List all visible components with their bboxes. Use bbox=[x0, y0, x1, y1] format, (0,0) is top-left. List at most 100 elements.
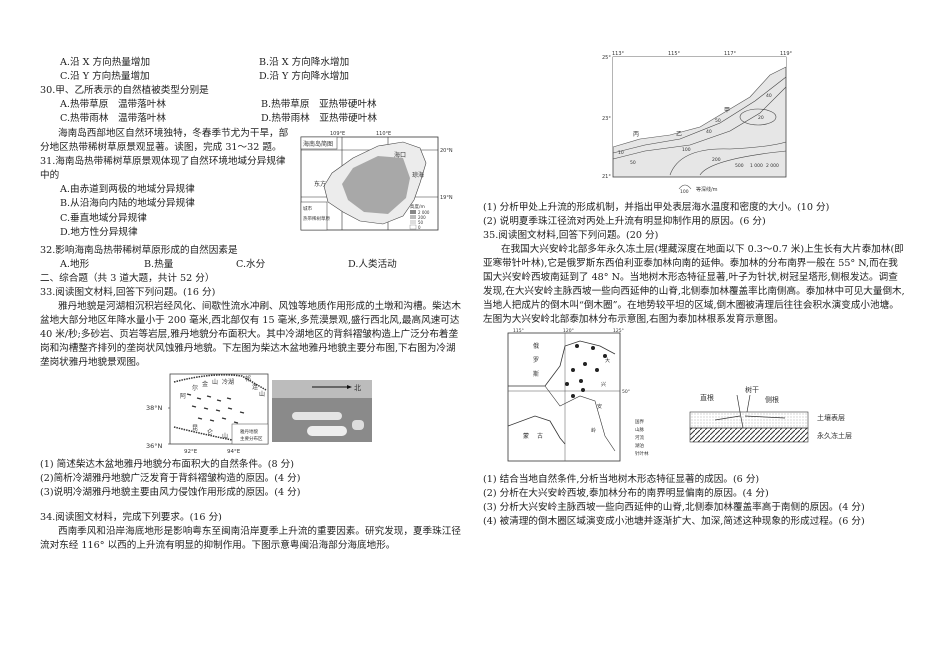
elev-label: 0 bbox=[418, 225, 421, 230]
map-label: 岭 bbox=[591, 427, 596, 434]
depth-label: 40 bbox=[766, 93, 772, 99]
q32-option-a: A.地形 bbox=[60, 259, 90, 270]
lon-label: 113° bbox=[612, 51, 625, 57]
lon-label: 120° bbox=[563, 328, 574, 334]
elev-label: 200 bbox=[418, 215, 426, 220]
map-label: 金 bbox=[202, 380, 208, 388]
legend-city: 城市 bbox=[303, 205, 312, 212]
depth-label: 10 bbox=[618, 150, 624, 156]
lat-label: 19°N bbox=[440, 195, 453, 201]
lon-label: 125° bbox=[613, 328, 624, 334]
map-label: 山 bbox=[212, 378, 218, 386]
q34-paragraph-line: 西南季风和沿岸海底地形是影响粤东至闽南沿岸夏季上升流的重要因素。研究发现，夏季珠… bbox=[58, 526, 461, 537]
q33-paragraph-line: 40 米/秒;多砂岩、页岩等岩层,雅丹地貌分布面积大。其中冷湖地区的背斜褶皱构造… bbox=[40, 329, 459, 340]
map-label: 阿 bbox=[180, 392, 186, 400]
lon-label: 115° bbox=[668, 51, 681, 57]
map-label: 祁 bbox=[245, 375, 251, 383]
depth-label: 40 bbox=[706, 129, 712, 135]
legend-savanna: 热带稀树草原 bbox=[303, 215, 330, 222]
root-label: 土壤表层 bbox=[817, 413, 845, 422]
taiga-distribution-map: 115° 120° 125° 50° 俄 罗 斯 蒙 古 大 兴 安 岭 国界 … bbox=[507, 328, 649, 462]
depth-label: 200 bbox=[712, 157, 721, 163]
q32-option-b: B.热量 bbox=[144, 259, 174, 270]
legend-label: 河流 bbox=[635, 434, 644, 441]
legend-value: 100 bbox=[680, 189, 689, 195]
map-label: 罗 bbox=[533, 357, 539, 364]
lat-label: 25° bbox=[602, 55, 611, 61]
legend-label: 国界 bbox=[635, 419, 644, 425]
map-label: 安 bbox=[597, 403, 602, 410]
depth-label: 100 bbox=[682, 147, 691, 153]
q30-stem: 30.甲、乙所表示的自然植被类型分别是 bbox=[40, 85, 209, 96]
q34-question: (2) 说明夏季珠江径流对丙处上升流有明显抑制作用的原因。(6 分) bbox=[483, 216, 766, 227]
q33-paragraph-line: 岗和沟槽整齐排列的垄岗状风蚀雅丹地貌。下左图为柴达木盆地雅丹地貌主要分布图,下右… bbox=[40, 343, 456, 354]
map-label: 斯 bbox=[533, 370, 539, 378]
legend-label: 山脉 bbox=[635, 426, 644, 433]
q29-option-b: B.沿 X 方向降水增加 bbox=[259, 57, 350, 68]
q31-stem: 31.海南岛热带稀树草原景观体现了自然环境地域分异规律 bbox=[40, 156, 286, 167]
root-label: 直根 bbox=[700, 393, 714, 402]
q30-option-d: D.热带雨林 亚热带硬叶林 bbox=[261, 113, 377, 124]
lat-label: 23° bbox=[602, 116, 611, 122]
q31-option-d: D.地方性分异规律 bbox=[60, 227, 138, 238]
q31-option-b: B.从沿海向内陆的地域分异规律 bbox=[60, 198, 195, 209]
city-label: 琼海 bbox=[412, 171, 424, 179]
depth-label: 50 bbox=[630, 160, 636, 166]
q35-question: (2) 分析在大兴安岭西坡,泰加林分布的南界明显偏南的原因。(4 分) bbox=[483, 488, 769, 499]
q35-paragraph-line: 左图为大兴安岭北部泰加林分布示意图,右图为泰加林根系发育示意图。 bbox=[483, 314, 784, 325]
q30-option-b: B.热带草原 亚热带硬叶林 bbox=[261, 99, 377, 110]
intro-line: 分地区热带稀树草原景观显著。读图，完成 31～32 题。 bbox=[40, 142, 282, 153]
lat-label: 21° bbox=[602, 174, 611, 180]
q35-paragraph-line: 当地人把成片的倒木叫“倒木圈”。在地势较平坦的区域,倒木圈被清理后往往会积水演变… bbox=[483, 300, 899, 311]
coastal-bathymetry-map: 113° 115° 117° 119° 25° 23° 21° 丙 乙 甲 10… bbox=[602, 51, 793, 195]
site-label: 甲 bbox=[724, 107, 730, 114]
q31-option-c: C.垂直地域分异规律 bbox=[60, 213, 147, 224]
map-label: 蒙 bbox=[523, 432, 529, 440]
q34-stem: 34.阅读图文材料，完成下列要求。(16 分) bbox=[40, 512, 222, 523]
hainan-map-figure: 109°E 110°E 20°N 19°N 海南岛简图 海口 琼海 东方 城市 … bbox=[300, 131, 453, 231]
map-label: 大 bbox=[605, 357, 610, 364]
q35-paragraph-line: 国大兴安岭西坡南延到了 48° N。当地树木形态特征显著,叶子为针状,树冠呈塔形… bbox=[483, 272, 898, 283]
q29-option-c: C.沿 Y 方向热量增加 bbox=[60, 71, 150, 82]
q33-stem: 33.阅读图文材料,回答下列问题。(16 分) bbox=[40, 287, 216, 298]
q32-option-d: D.人类活动 bbox=[348, 259, 397, 270]
root-label: 树干 bbox=[745, 385, 759, 394]
legend-label: 主要分布区 bbox=[240, 435, 263, 442]
q34-question: (1) 分析甲处上升流的形成机制，并指出甲处表层海水温度和密度的大小。(10 分… bbox=[483, 202, 830, 213]
map-label: 连 bbox=[252, 383, 258, 391]
depth-label: 1 000 bbox=[750, 163, 763, 169]
site-label: 丙 bbox=[633, 131, 639, 138]
lon-label: 110°E bbox=[376, 131, 391, 137]
q33-paragraph-line: 垄岗状雅丹地貌景观图。 bbox=[40, 357, 146, 368]
map-label: 山 bbox=[222, 432, 228, 440]
lon-label: 94°E bbox=[227, 449, 241, 455]
legend-label: 等深线/m bbox=[696, 186, 718, 193]
q33-paragraph-line: 雅丹地貌是河湖相沉积岩经风化、间歇性流水冲刷、风蚀等地质作用形成的土墩和沟槽。柴… bbox=[58, 301, 461, 312]
q33-question: (1) 简述柴达木盆地雅丹地貌分布面积大的自然条件。(8 分) bbox=[40, 459, 294, 470]
q35-paragraph-line: 发现,在大兴安岭主脉西坡一些向西延伸的山脊,北侧泰加林覆盖率比南侧高。泰加林中可… bbox=[483, 286, 905, 297]
q32-stem: 32.影响海南岛热带稀树草原形成的自然因素是 bbox=[40, 245, 238, 256]
q33-paragraph-line: 盆地大部分地区年降水量小于 200 毫米,西北部仅有 15 毫米,多荒漠景观,盛… bbox=[40, 315, 460, 326]
map-label: 兴 bbox=[601, 381, 606, 388]
depth-label: 2 000 bbox=[766, 163, 779, 169]
q35-stem: 35.阅读图文材料,回答下列问题。(20 分) bbox=[483, 230, 659, 241]
q30-option-a: A.热带草原 温带落叶林 bbox=[60, 99, 166, 110]
q29-option-a: A.沿 X 方向热量增加 bbox=[60, 57, 151, 68]
legend-label: 针叶林 bbox=[635, 450, 649, 457]
map-label: 冷湖 bbox=[222, 378, 234, 386]
map-label: 山 bbox=[259, 390, 265, 398]
map-label: 俄 bbox=[533, 342, 539, 350]
q31-option-a: A.由赤道到两极的地域分异规律 bbox=[60, 184, 195, 195]
q35-question: (1) 结合当地自然条件,分析当地树木形态特征显著的成因。(6 分) bbox=[483, 474, 760, 485]
lat-label: 50° bbox=[622, 389, 630, 395]
north-arrow-label: 北 bbox=[354, 384, 361, 392]
depth-label: 20 bbox=[758, 115, 764, 121]
map-label: 尔 bbox=[192, 384, 198, 392]
q35-question: (3) 分析大兴安岭主脉西坡一些向西延伸的山脊,北侧泰加林覆盖率高于南侧的原因。… bbox=[483, 502, 865, 513]
lat-label: 20°N bbox=[440, 148, 453, 154]
q31-stem: 中的 bbox=[40, 170, 60, 181]
map-label: 古 bbox=[537, 432, 543, 440]
lon-label: 117° bbox=[724, 51, 737, 57]
elev-label: 2 000 bbox=[418, 210, 430, 215]
q34-paragraph-line: 流对东经 116° 以西的上升流有明显的抑制作用。下图示意粤闽沿海部分海底地形。 bbox=[40, 540, 396, 551]
